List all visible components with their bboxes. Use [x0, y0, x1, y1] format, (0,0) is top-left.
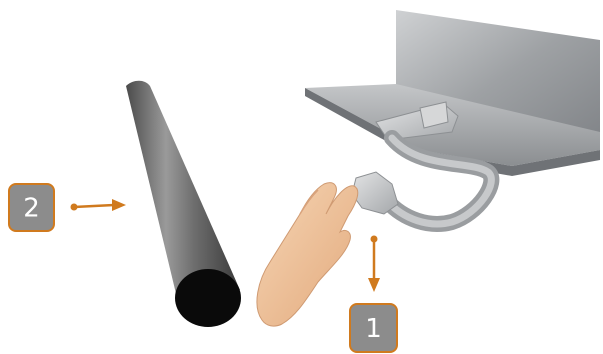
steel-angle-profile: [305, 10, 600, 176]
round-bar: [126, 81, 241, 327]
clip-hook: [352, 172, 398, 214]
step-2-arrow: [71, 199, 127, 211]
step-1-label: 1: [365, 314, 382, 344]
step-2-label: 2: [23, 194, 40, 224]
hand-icon: [257, 183, 358, 326]
round-bar-end: [175, 269, 241, 327]
step-1-badge: 1: [350, 304, 397, 352]
step-2-badge: 2: [9, 184, 54, 231]
step-1-arrow: [368, 236, 380, 293]
